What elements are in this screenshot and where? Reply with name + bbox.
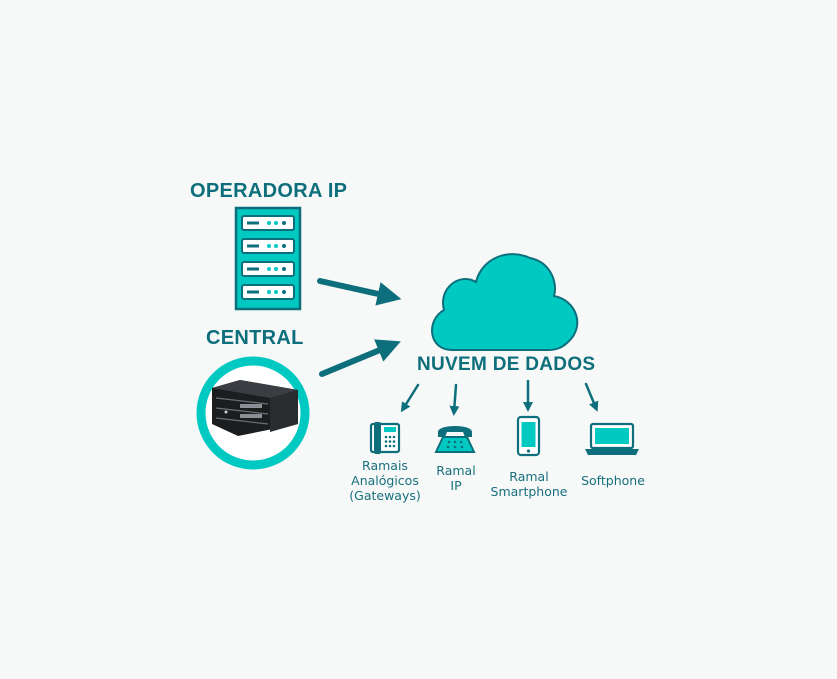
server-unit bbox=[241, 261, 295, 277]
server-rack-icon bbox=[234, 206, 302, 311]
ip-phone-icon bbox=[434, 426, 476, 453]
smartphone-icon bbox=[516, 415, 541, 457]
central-heading: CENTRAL bbox=[206, 327, 304, 349]
desk-phone-icon bbox=[369, 422, 401, 454]
arrow-operator-to-cloud bbox=[317, 278, 402, 306]
arrow-to-softphone bbox=[584, 382, 599, 412]
cloud-heading: NUVEM DE DADOS bbox=[417, 354, 596, 375]
device-label-ip: Ramal IP bbox=[436, 463, 476, 493]
server-unit bbox=[241, 215, 295, 231]
operator-heading: OPERADORA IP bbox=[190, 180, 348, 202]
arrow-to-ip bbox=[449, 383, 460, 416]
device-label-softphone: Softphone bbox=[581, 473, 645, 488]
server-unit bbox=[241, 284, 295, 300]
arrow-central-to-cloud bbox=[319, 339, 401, 377]
device-label-analog: Ramais Analógicos (Gateways) bbox=[349, 458, 421, 503]
server-unit bbox=[241, 238, 295, 254]
arrow-to-analog bbox=[400, 383, 420, 413]
pbx-hardware-icon bbox=[196, 356, 310, 470]
laptop-icon bbox=[585, 422, 639, 455]
device-label-smartphone: Ramal Smartphone bbox=[490, 469, 568, 499]
cloud-icon bbox=[431, 253, 579, 351]
